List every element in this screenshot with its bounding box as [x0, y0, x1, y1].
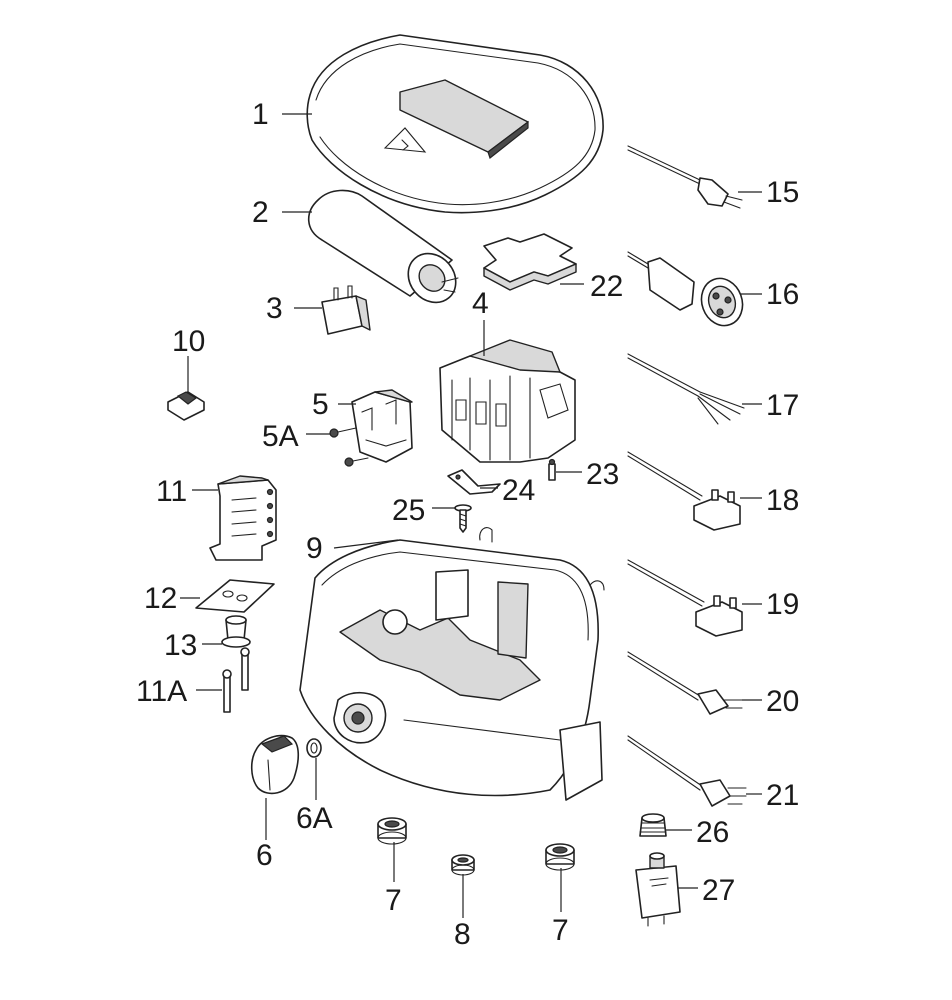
label-6: 6 [256, 839, 273, 872]
label-20: 20 [766, 685, 799, 718]
part-25-screw [454, 504, 472, 533]
label-12: 12 [144, 582, 177, 615]
part-3-relay [321, 285, 371, 335]
part-18-uk-plug-cord [627, 451, 741, 531]
leader-lines [180, 113, 762, 918]
label-5a: 5A [262, 420, 299, 453]
part-5a-screws [329, 427, 369, 467]
label-8: 8 [454, 918, 471, 951]
label-17: 17 [766, 389, 799, 422]
part-4-contactor [439, 339, 576, 463]
part-20-plug-cord [627, 651, 743, 715]
part-2-capacitor [307, 189, 459, 304]
part-11-terminal-block [209, 475, 277, 561]
part-8-grommet [451, 854, 475, 876]
part-15-power-cord-schuko [627, 145, 743, 209]
label-11: 11 [156, 475, 187, 508]
label-3: 3 [266, 292, 283, 325]
label-24: 24 [502, 474, 535, 507]
part-21-plug-cord [627, 735, 747, 807]
part-22-foam-block [483, 233, 577, 291]
label-23: 23 [586, 458, 619, 491]
part-11a-screws [222, 647, 250, 713]
label-10: 10 [172, 325, 205, 358]
label-1: 1 [252, 98, 269, 131]
label-18: 18 [766, 484, 799, 517]
leader-9 [333, 539, 399, 549]
part-labels: 1 2 3 4 5 5A 6 6A 7 7 8 9 10 11 11A 12 1… [136, 98, 799, 951]
label-16: 16 [766, 278, 799, 311]
label-6a: 6A [296, 802, 333, 835]
label-25: 25 [392, 494, 425, 527]
label-5: 5 [312, 388, 329, 421]
label-9: 9 [306, 532, 323, 565]
part-27-circuit-breaker [635, 852, 681, 927]
part-6-knob [250, 734, 300, 795]
label-22: 22 [590, 270, 623, 303]
part-7-grommet-right [545, 843, 575, 871]
label-4: 4 [472, 287, 489, 320]
label-27: 27 [702, 874, 735, 907]
part-6a-o-ring [306, 738, 322, 758]
label-19: 19 [766, 588, 799, 621]
label-11a: 11A [136, 675, 187, 708]
part-5-switch-block [351, 389, 413, 463]
label-21: 21 [766, 779, 799, 812]
part-16-cee-connector [627, 251, 744, 327]
part-9-housing [299, 527, 605, 801]
part-10-cable-clamp [167, 391, 205, 421]
part-17-bare-wire-cord [627, 353, 745, 425]
label-26: 26 [696, 816, 729, 849]
label-15: 15 [766, 176, 799, 209]
part-19-uk-plug-cord [627, 559, 743, 637]
part-12-gasket-sheet [195, 579, 275, 613]
part-13-bushing [221, 615, 251, 648]
label-13: 13 [164, 629, 197, 662]
label-7-left: 7 [385, 884, 402, 917]
part-24-bracket [447, 469, 501, 495]
label-2: 2 [252, 196, 269, 229]
part-7-grommet-left [377, 817, 407, 845]
part-23-pin [548, 458, 556, 481]
part-1-cover-lid [306, 34, 604, 214]
label-7-right: 7 [552, 914, 569, 947]
part-26-threaded-cap [639, 813, 667, 837]
